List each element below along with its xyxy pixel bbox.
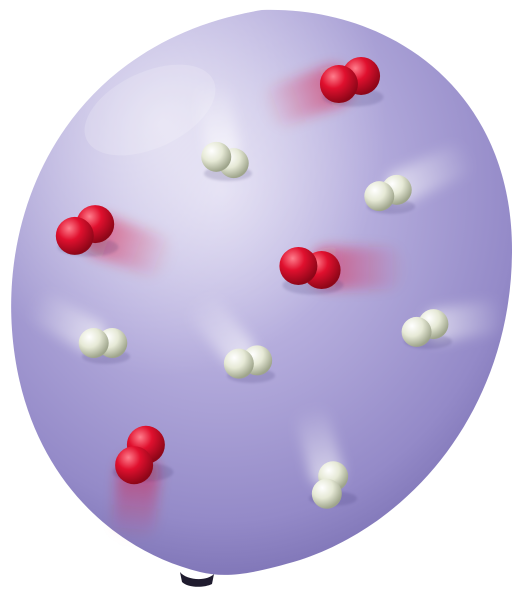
oxygen-molecule-icon: [279, 246, 405, 295]
hydrogen-atom: [311, 478, 342, 509]
oxygen-molecule-icon: [263, 56, 384, 126]
oxygen-atom: [115, 446, 154, 485]
hydrogen-molecule-icon: [401, 300, 505, 349]
hydrogen-atom: [401, 316, 432, 347]
balloon-icon: [11, 9, 513, 575]
hydrogen-molecule-icon: [30, 294, 130, 364]
hydrogen-molecule-icon: [364, 144, 472, 214]
oxygen-atom: [55, 216, 94, 255]
hydrogen-atom: [78, 328, 109, 358]
hydrogen-molecule-icon: [296, 406, 357, 509]
molecule-layer: [30, 56, 505, 540]
hydrogen-molecule-icon: [197, 80, 252, 181]
oxygen-molecule-icon: [55, 205, 172, 276]
hydrogen-atom: [364, 181, 395, 212]
oxygen-atom: [319, 65, 358, 104]
motion-blur-trail-icon: [197, 80, 239, 161]
hydrogen-molecule-icon: [190, 296, 275, 383]
hydrogen-atom: [201, 141, 232, 172]
oxygen-atom: [279, 246, 318, 285]
balloon-knot: [180, 572, 214, 587]
hydrogen-atom: [223, 348, 254, 379]
oxygen-molecule-icon: [112, 425, 174, 540]
